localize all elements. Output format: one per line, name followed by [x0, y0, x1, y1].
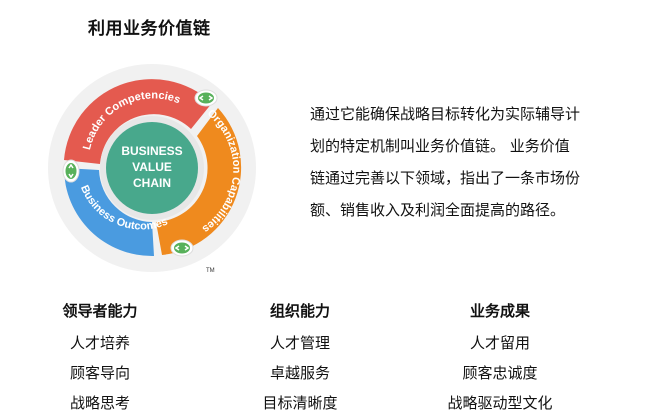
- description-line: 额、销售收入及利润全面提高的路径。: [310, 201, 566, 219]
- business-value-chain-diagram: BUSINESS VALUE CHAIN Leader Competencies…: [48, 64, 256, 274]
- column-business-outcomes: 业务成果 人才留用 顾客忠诚度 战略驱动型文化: [420, 298, 580, 418]
- center-line-1: BUSINESS: [121, 144, 182, 158]
- column-item: 战略驱动型文化: [447, 394, 553, 412]
- column-item: 顾客忠诚度: [462, 364, 538, 382]
- column-item: 战略思考: [69, 394, 130, 412]
- segment-leader: [64, 79, 212, 164]
- arrow-badge-left: [62, 159, 80, 183]
- column-leader-competencies: 领导者能力 人才培养 顾客导向 战略思考: [20, 298, 180, 418]
- column-item: 人才留用: [469, 334, 530, 352]
- segment-organization: [156, 108, 242, 255]
- column-item: 人才培养: [69, 334, 130, 352]
- arrow-badge-top-right: [194, 89, 218, 107]
- description-line: 通过它能确保战略目标转化为实际辅导计: [310, 105, 581, 123]
- description: 通过它能确保战略目标转化为实际辅导计 划的特定机制叫业务价值链。 业务价值 链通…: [310, 98, 610, 226]
- trademark-mark: TM: [206, 268, 215, 274]
- page-title: 利用业务价值链: [88, 19, 211, 39]
- column-item: 目标清晰度: [262, 394, 338, 412]
- column-item: 卓越服务: [269, 364, 330, 382]
- center-line-2: VALUE: [132, 160, 172, 174]
- segment-business: [64, 168, 154, 257]
- column-header: 业务成果: [469, 302, 530, 320]
- description-line: 链通过完善以下领域，指出了一条市场份: [310, 169, 581, 187]
- column-header: 领导者能力: [62, 302, 138, 320]
- column-organization-capabilities: 组织能力 人才管理 卓越服务 目标清晰度: [220, 298, 380, 418]
- column-header: 组织能力: [269, 302, 330, 320]
- center-circle: [106, 122, 198, 214]
- column-item: 人才管理: [269, 334, 330, 352]
- center-line-3: CHAIN: [133, 176, 171, 190]
- arrow-badge-bottom: [170, 239, 194, 257]
- column-item: 顾客导向: [69, 364, 130, 382]
- description-line: 划的特定机制叫业务价值链。 业务价值: [310, 137, 570, 155]
